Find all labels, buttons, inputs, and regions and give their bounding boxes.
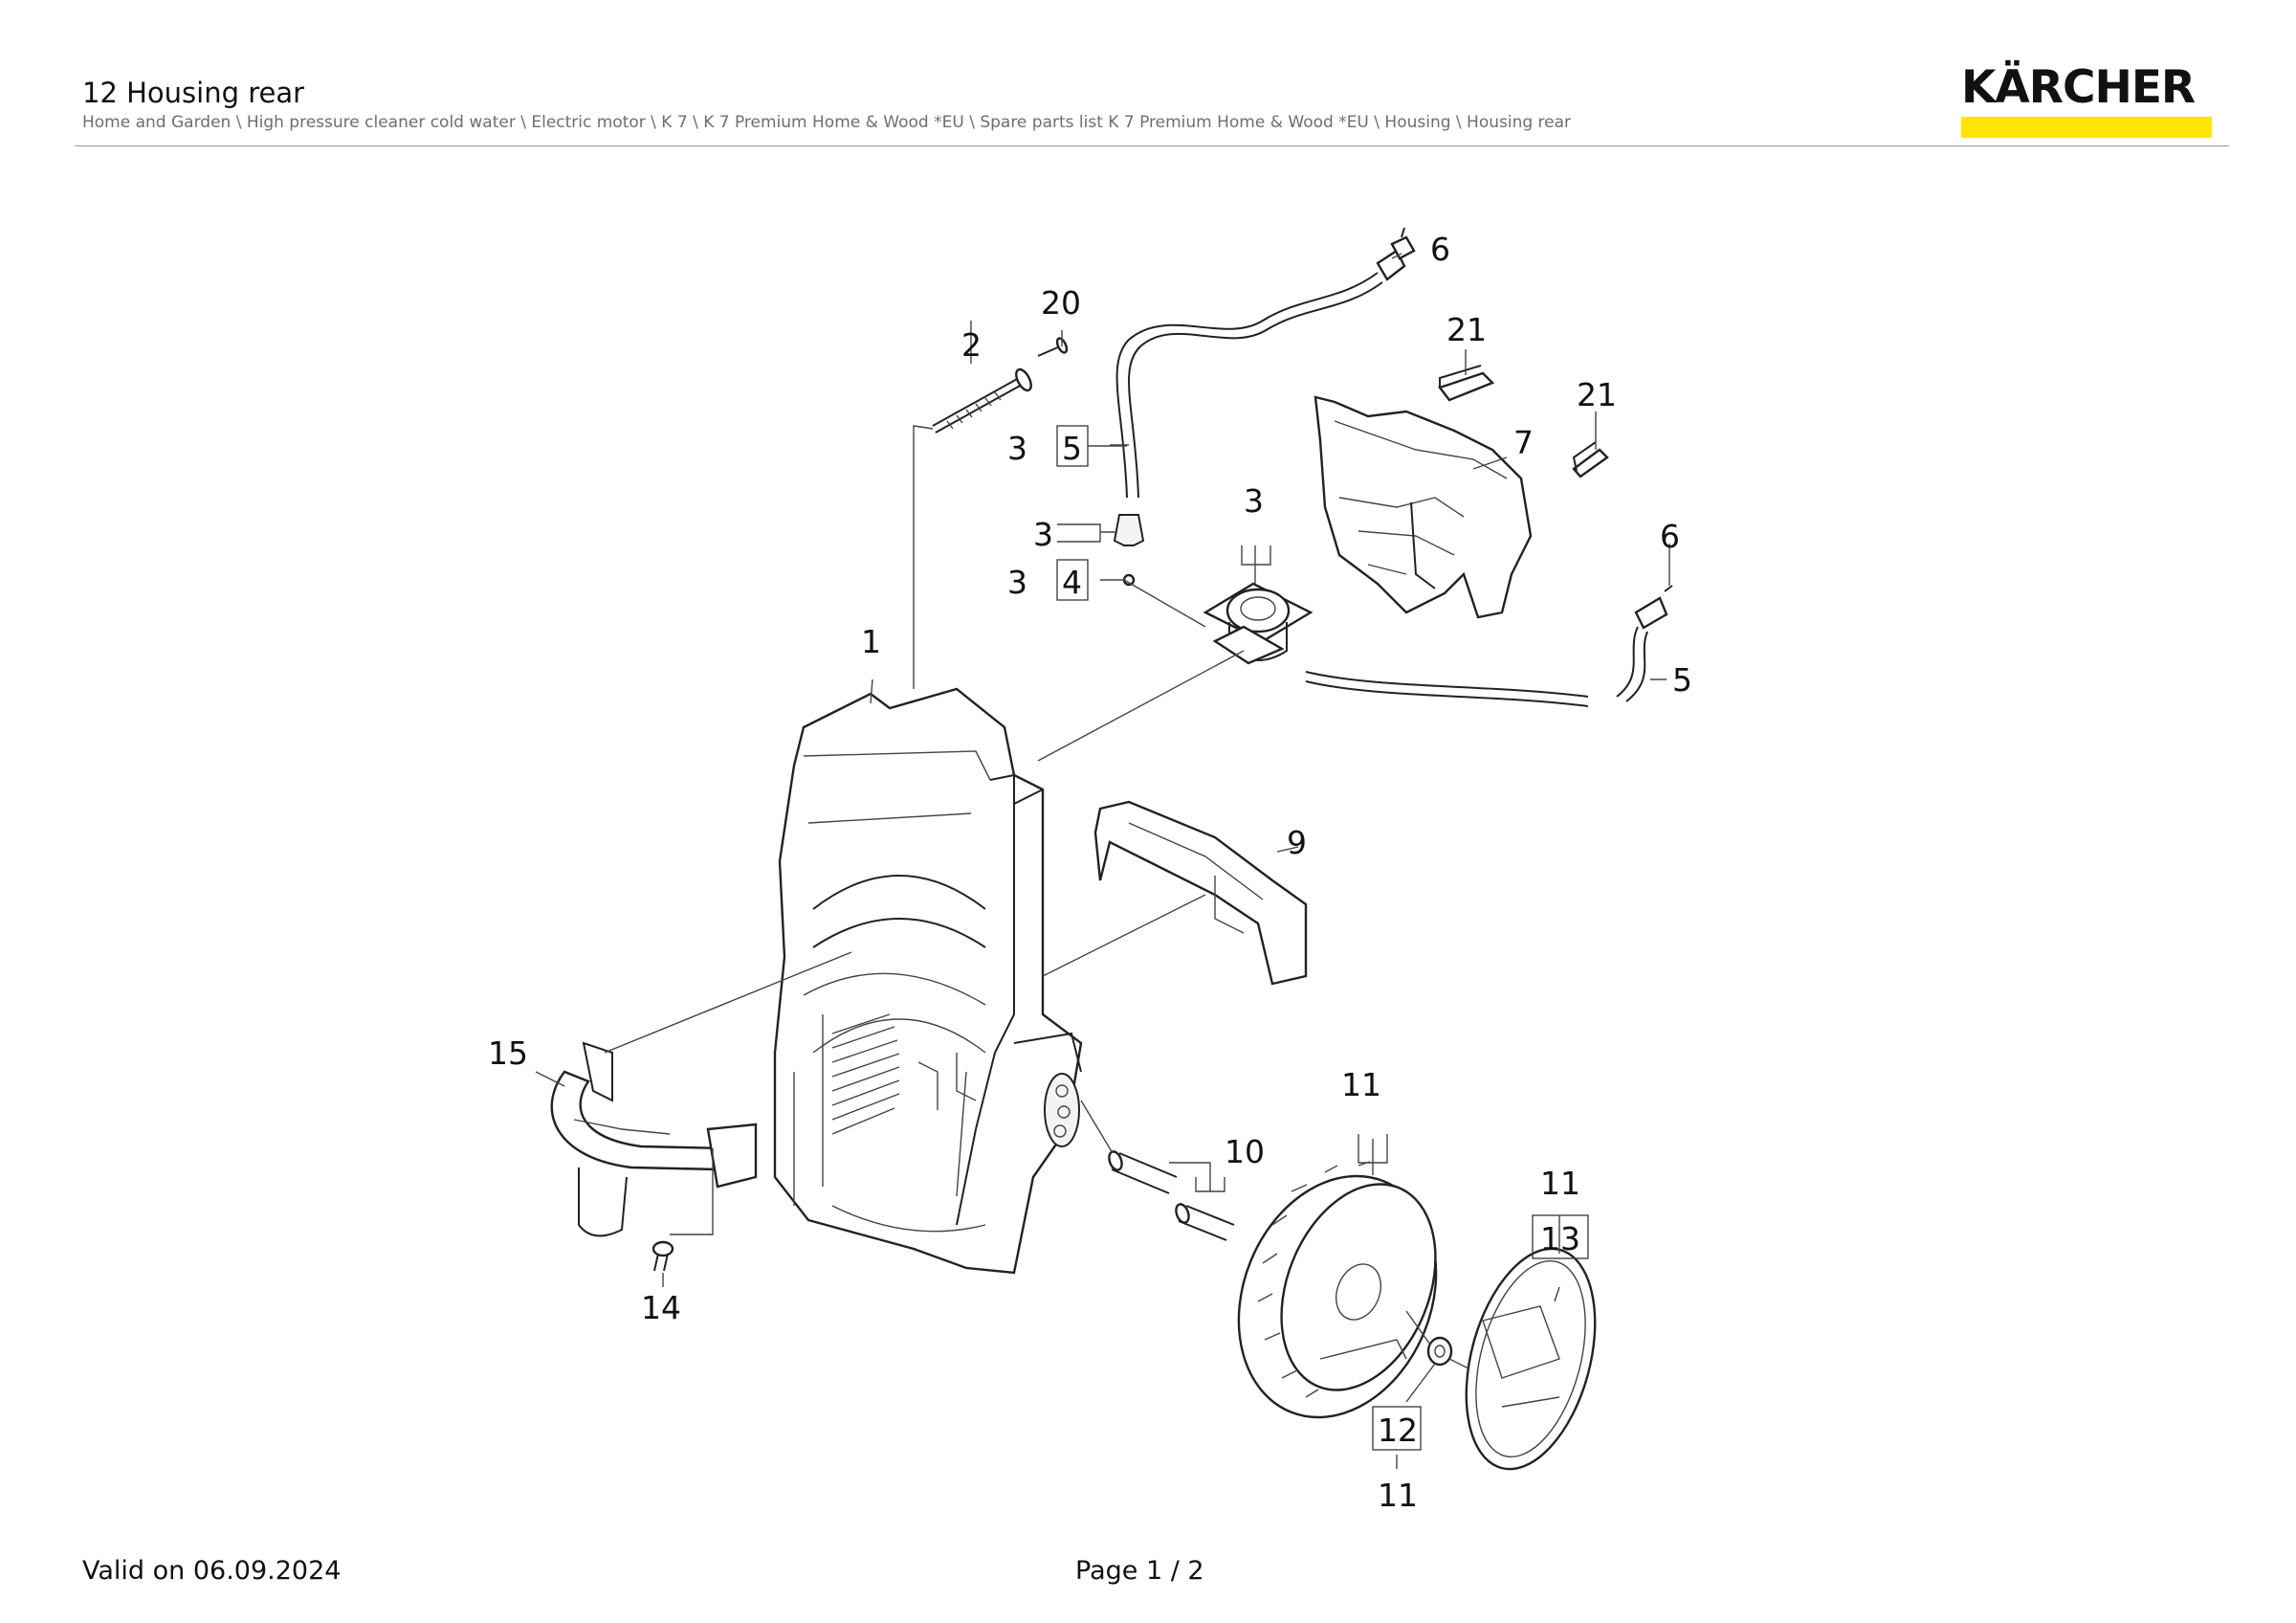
- logo-yellow-bar: [1961, 117, 2212, 138]
- nozzle-part: [1113, 514, 1145, 587]
- page-number: Page 1 / 2: [1075, 1556, 1204, 1586]
- callout-20: 20: [1041, 284, 1081, 322]
- callout-boxes: [1056, 425, 1589, 1451]
- washer-part: [1426, 1336, 1453, 1367]
- hubcap-part: [1465, 1247, 1597, 1471]
- callout-10: 10: [1225, 1133, 1265, 1170]
- callout-11-a: 11: [1341, 1066, 1381, 1103]
- callout-14: 14: [641, 1289, 681, 1326]
- callout-4: 4: [1062, 564, 1082, 601]
- leader-lines: [535, 253, 1670, 1469]
- wheel-part: [1237, 1161, 1438, 1419]
- upper-cover-part: [1314, 395, 1533, 619]
- handle-hook-part: [550, 1041, 758, 1237]
- page-title: 12 Housing rear: [82, 77, 305, 109]
- header-divider: [75, 145, 2229, 146]
- callout-6-b: 6: [1660, 518, 1680, 555]
- logo-wordmark: KÄRCHER: [1961, 61, 2196, 114]
- callout-6-a: 6: [1430, 231, 1450, 268]
- connector-right-part: [1634, 585, 1673, 630]
- callout-12: 12: [1378, 1412, 1418, 1449]
- vent-slots: [831, 1013, 900, 1135]
- breadcrumb: Home and Garden \ High pressure cleaner …: [82, 113, 1572, 132]
- housing-rear-part: [773, 687, 1083, 1275]
- small-screw-part: [1037, 337, 1069, 357]
- callout-7: 7: [1513, 424, 1534, 461]
- callout-3-d: 3: [1244, 482, 1264, 520]
- callout-11-c: 11: [1378, 1477, 1418, 1514]
- connector-top-part: [1376, 227, 1416, 281]
- callout-21-b: 21: [1577, 376, 1617, 413]
- valve-seat-part: [1203, 582, 1314, 665]
- screw-14-part: [651, 1240, 674, 1272]
- callout-labels: 1 2 20 3 5 3 3 4 3 6 21 21 7 6 5 9 15 14…: [488, 231, 1692, 1514]
- callout-5-b: 5: [1672, 661, 1692, 699]
- callout-5-a: 5: [1062, 430, 1082, 467]
- clip-part-a: [1438, 365, 1495, 402]
- callout-3-c: 3: [1007, 564, 1027, 601]
- callout-13: 13: [1540, 1220, 1580, 1257]
- long-screw-part: [932, 367, 1032, 434]
- karcher-logo: KÄRCHER: [1961, 63, 2212, 138]
- axle-part: [1108, 1150, 1235, 1241]
- clip-part-b: [1572, 441, 1609, 478]
- callout-2: 2: [961, 326, 982, 364]
- callout-3-a: 3: [1007, 430, 1027, 467]
- hose-top-part: [1115, 272, 1383, 499]
- hose-lower-part: [1305, 626, 1648, 707]
- callout-11-b: 11: [1540, 1165, 1580, 1202]
- callout-9: 9: [1287, 824, 1307, 861]
- callout-15: 15: [488, 1034, 528, 1072]
- side-cover-part: [1093, 800, 1308, 986]
- callout-3-b: 3: [1033, 516, 1053, 553]
- callout-21-a: 21: [1446, 311, 1487, 348]
- valid-date: Valid on 06.09.2024: [82, 1556, 342, 1586]
- callout-1: 1: [861, 623, 881, 660]
